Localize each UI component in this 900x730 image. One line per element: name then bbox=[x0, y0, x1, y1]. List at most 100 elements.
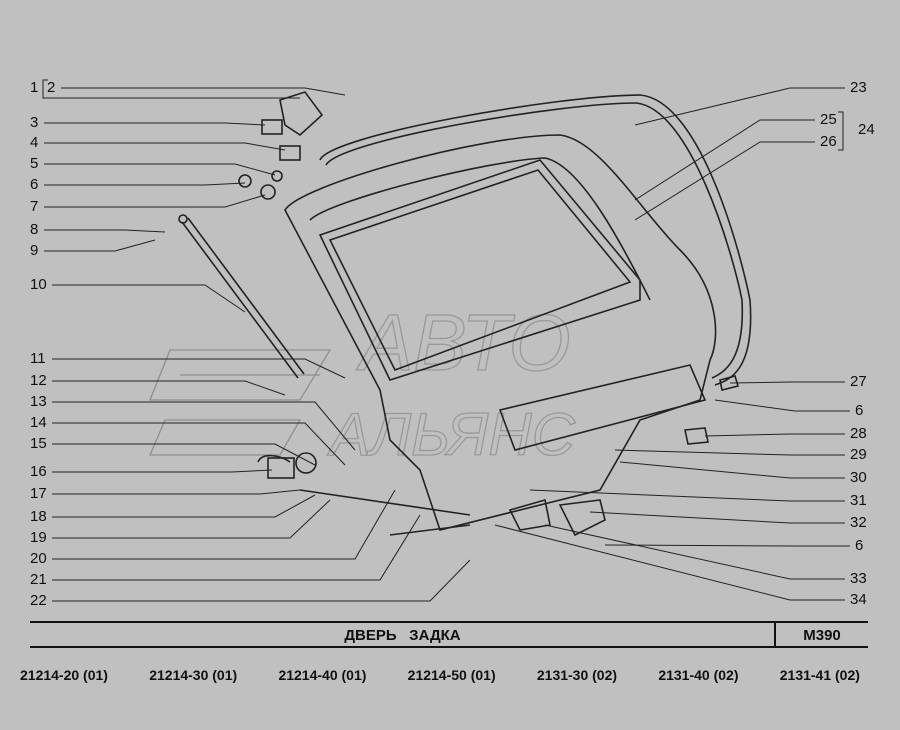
model-code: 21214-40 (01) bbox=[278, 667, 367, 683]
callout-24: 24 bbox=[858, 121, 875, 138]
callout-8: 8 bbox=[30, 221, 39, 238]
callout-27: 27 bbox=[850, 373, 867, 390]
callout-19: 19 bbox=[30, 529, 47, 546]
callout-20: 20 bbox=[30, 550, 47, 567]
diagram-code: М390 bbox=[803, 627, 841, 644]
leader-line bbox=[604, 544, 850, 547]
leader-line bbox=[704, 433, 845, 437]
tailgate-parts bbox=[178, 91, 752, 537]
leader-line bbox=[52, 443, 316, 466]
leader-line bbox=[52, 358, 346, 379]
leader-line bbox=[52, 489, 301, 495]
door-frame bbox=[284, 134, 717, 531]
callout-7: 7 bbox=[30, 198, 39, 215]
leader-line bbox=[44, 163, 276, 176]
footer-top-rule bbox=[30, 621, 868, 623]
leader-line bbox=[494, 524, 845, 601]
seal-outer bbox=[319, 94, 752, 386]
model-code: 21214-20 (01) bbox=[20, 667, 108, 683]
callout-15: 15 bbox=[30, 435, 47, 452]
leader-line bbox=[52, 469, 273, 473]
callout-9: 9 bbox=[30, 242, 39, 259]
leader-line bbox=[634, 141, 815, 221]
leader-line bbox=[52, 494, 316, 518]
callout-2: 2 bbox=[47, 79, 56, 96]
leader-line bbox=[619, 461, 845, 479]
bracket-24 bbox=[838, 111, 844, 151]
callout-17: 17 bbox=[30, 485, 47, 502]
callout-11: 11 bbox=[30, 350, 46, 367]
gas-strut bbox=[181, 217, 305, 379]
callout-33: 33 bbox=[850, 570, 867, 587]
callout-10: 10 bbox=[30, 276, 47, 293]
cable bbox=[299, 489, 471, 536]
model-code: 21214-50 (01) bbox=[407, 667, 496, 683]
callout-28: 28 bbox=[850, 425, 867, 442]
leader-line bbox=[52, 284, 246, 313]
footer-bottom-rule bbox=[30, 646, 868, 648]
model-code: 2131-40 (02) bbox=[658, 667, 739, 683]
callout-21: 21 bbox=[30, 571, 47, 588]
licence-plate bbox=[498, 364, 707, 451]
leader-line bbox=[529, 489, 845, 502]
callout-14: 14 bbox=[30, 414, 47, 431]
lock-handle bbox=[257, 454, 291, 463]
callout-1: 1 bbox=[30, 79, 39, 96]
window-glass bbox=[318, 159, 641, 381]
callout-32: 32 bbox=[850, 514, 867, 531]
callout-6: 6 bbox=[855, 537, 864, 554]
callout-5: 5 bbox=[30, 155, 39, 172]
leader-line bbox=[614, 449, 845, 456]
leader-line bbox=[634, 119, 815, 201]
leader-line bbox=[52, 559, 471, 602]
leader-line bbox=[52, 380, 286, 396]
leader-line bbox=[52, 499, 331, 539]
lock-bracket bbox=[508, 498, 551, 531]
leader-line bbox=[589, 511, 845, 524]
watermark-logo: АВТО АЛЬЯНС bbox=[149, 297, 576, 469]
leader-line bbox=[44, 142, 286, 151]
callout-16: 16 bbox=[30, 463, 47, 480]
leader-line bbox=[44, 239, 156, 252]
leader-lines bbox=[42, 79, 850, 602]
leader-line bbox=[52, 401, 356, 451]
model-list: 21214-20 (01) 21214-30 (01) 21214-40 (01… bbox=[20, 667, 860, 683]
callout-4: 4 bbox=[30, 134, 39, 151]
callout-13: 13 bbox=[30, 393, 47, 410]
callout-18: 18 bbox=[30, 508, 47, 525]
leader-line bbox=[44, 182, 246, 186]
leader-line bbox=[44, 194, 266, 208]
callout-3: 3 bbox=[30, 114, 39, 131]
callout-31: 31 bbox=[850, 492, 867, 509]
leader-line bbox=[729, 381, 845, 384]
callout-12: 12 bbox=[30, 372, 47, 389]
callout-30: 30 bbox=[850, 469, 867, 486]
leader-line bbox=[52, 514, 421, 581]
leader-line bbox=[544, 524, 845, 580]
model-code: 2131-41 (02) bbox=[779, 667, 860, 683]
callout-34: 34 bbox=[850, 591, 867, 608]
leader-line bbox=[44, 229, 166, 233]
leader-line bbox=[52, 422, 346, 466]
model-code: 2131-30 (02) bbox=[536, 667, 618, 683]
hinge-cover bbox=[279, 91, 324, 137]
callout-26: 26 bbox=[820, 133, 837, 150]
callout-22: 22 bbox=[30, 592, 47, 609]
leader-line bbox=[61, 87, 346, 96]
leader-line bbox=[714, 399, 850, 412]
model-code: 21214-30 (01) bbox=[149, 667, 238, 683]
svg-text:АВТО: АВТО bbox=[356, 298, 571, 387]
callout-23: 23 bbox=[850, 79, 867, 96]
callout-25: 25 bbox=[820, 111, 837, 128]
bracket-1 bbox=[42, 79, 300, 99]
footer-divider bbox=[774, 623, 776, 648]
diagram-title: ДВЕРЬ ЗАДКА bbox=[344, 627, 461, 644]
tailgate-exploded-diagram: АВТО АЛЬЯНС bbox=[42, 79, 850, 602]
leader-line bbox=[634, 87, 845, 126]
stop-27 bbox=[719, 375, 740, 391]
bumper-28 bbox=[684, 427, 709, 445]
svg-text:АЛЬЯНС: АЛЬЯНС bbox=[327, 401, 576, 468]
leader-line bbox=[52, 489, 396, 560]
callout-29: 29 bbox=[850, 446, 867, 463]
callout-6: 6 bbox=[855, 402, 864, 419]
